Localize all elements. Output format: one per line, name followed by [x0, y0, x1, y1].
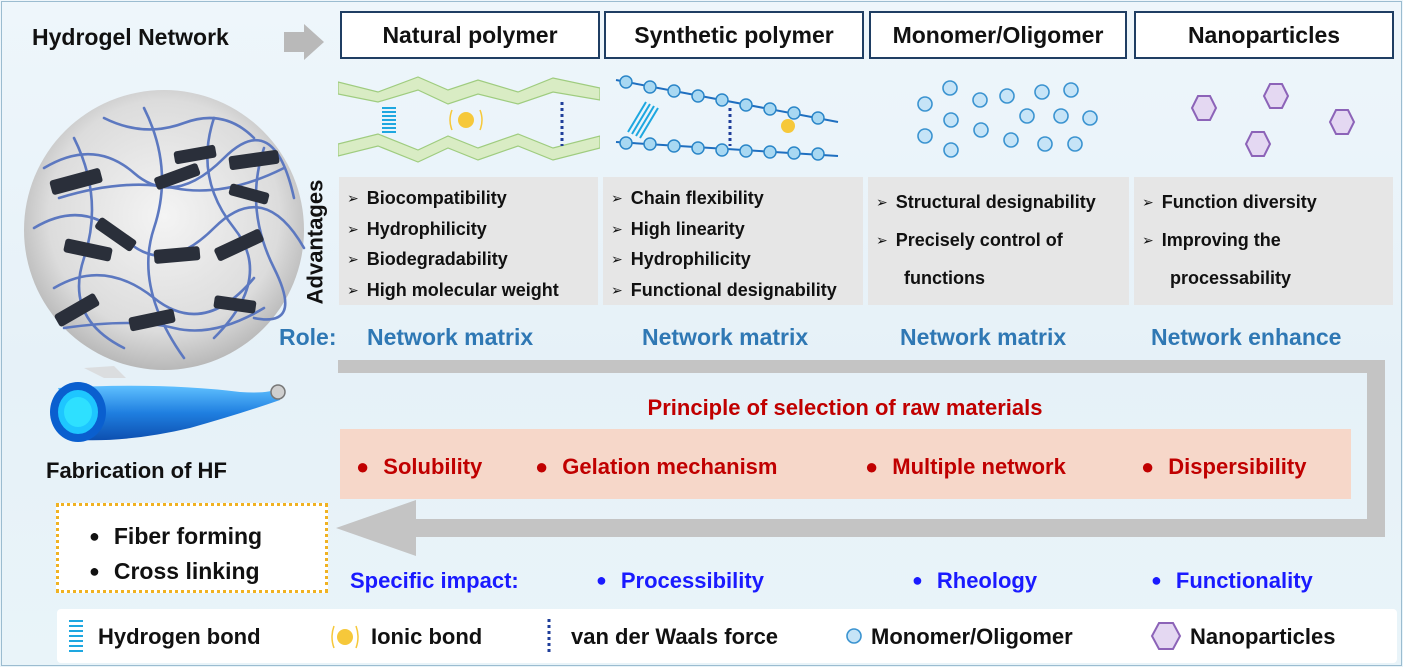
role-label: Role: — [279, 324, 337, 350]
advantage-item: Hydrophilicity — [347, 215, 592, 246]
natural-polymer-structure-icon — [338, 76, 600, 163]
monomer-oligomer-structure-icon — [917, 80, 1098, 158]
advantages-panel-synthetic-polymer: Chain flexibility High linearity Hydroph… — [603, 177, 863, 305]
legend-monomer-oligomer: Monomer/Oligomer — [871, 624, 1073, 649]
advantages-panel-nanoparticles: Function diversity Improving the process… — [1134, 177, 1393, 305]
hydrogen-bond-icon — [69, 620, 83, 652]
hydrogel-sphere-illustration — [24, 90, 306, 378]
advantage-item: Functional designability — [611, 276, 857, 307]
monomer-oligomer-icon — [846, 628, 862, 644]
advantage-item: Biodegradability — [347, 245, 592, 276]
advantage-item: Precisely control of — [876, 222, 1123, 260]
advantages-label: Advantages — [302, 179, 327, 305]
flow-return-arrow-icon — [336, 360, 1385, 556]
advantage-item: Chain flexibility — [611, 184, 857, 215]
synthetic-polymer-structure-icon — [615, 75, 839, 161]
fabrication-title: Fabrication of HF — [46, 458, 227, 483]
role-synthetic-polymer: Network matrix — [642, 324, 809, 350]
ionic-bond-icon — [331, 625, 359, 649]
legend-ionic-bond: Ionic bond — [371, 624, 483, 649]
advantage-item: High linearity — [611, 215, 857, 246]
hydrogel-fiber-illustration — [50, 382, 286, 442]
role-monomer-oligomer: Network matrix — [900, 324, 1067, 350]
fabrication-steps-box: Fiber forming Cross linking — [56, 503, 328, 593]
impact-item-processibility: Processibility — [596, 568, 764, 594]
category-synthetic-polymer: Synthetic polymer — [604, 11, 864, 59]
category-nanoparticles: Nanoparticles — [1134, 11, 1394, 59]
principle-item-solubility: Solubility — [356, 454, 482, 480]
principle-item-gelation-mechanism: Gelation mechanism — [535, 454, 777, 480]
fabrication-step: Cross linking — [89, 555, 325, 590]
principle-item-dispersibility: Dispersibility — [1141, 454, 1306, 480]
advantages-panel-monomer-oligomer: Structural designability Precisely contr… — [868, 177, 1129, 305]
hydrogel-network-title: Hydrogel Network — [32, 24, 229, 50]
advantage-item: Hydrophilicity — [611, 245, 857, 276]
advantage-item: Structural designability — [876, 184, 1123, 222]
advantage-item: High molecular weight — [347, 276, 592, 307]
category-natural-polymer: Natural polymer — [340, 11, 600, 59]
impact-item-functionality: Functionality — [1151, 568, 1313, 594]
legend-van-der-waals-force: van der Waals force — [571, 624, 779, 649]
advantage-item: Function diversity — [1142, 184, 1387, 222]
principle-title: Principle of selection of raw materials — [647, 395, 1043, 420]
advantages-panel-natural-polymer: Biocompatibility Hydrophilicity Biodegra… — [339, 177, 598, 305]
principle-item-multiple-network: Multiple network — [865, 454, 1066, 480]
advantage-item: Improving the — [1142, 222, 1387, 260]
header-arrow-icon — [284, 24, 324, 60]
van-der-waals-force-icon — [547, 619, 551, 655]
nanoparticles-structure-icon — [1190, 83, 1356, 157]
nanoparticles-icon — [1150, 622, 1182, 650]
legend-nanoparticles: Nanoparticles — [1190, 624, 1336, 649]
category-monomer-oligomer: Monomer/Oligomer — [869, 11, 1127, 59]
advantage-item: Biocompatibility — [347, 184, 592, 215]
role-natural-polymer: Network matrix — [367, 324, 534, 350]
advantage-item-continuation: processability — [1170, 268, 1292, 288]
specific-impact-label: Specific impact: — [350, 568, 519, 593]
role-nanoparticles: Network enhance — [1151, 324, 1342, 350]
legend-hydrogen-bond: Hydrogen bond — [98, 624, 261, 649]
impact-item-rheology: Rheology — [912, 568, 1037, 594]
advantage-item-continuation: functions — [904, 268, 985, 288]
fabrication-step: Fiber forming — [89, 520, 325, 555]
